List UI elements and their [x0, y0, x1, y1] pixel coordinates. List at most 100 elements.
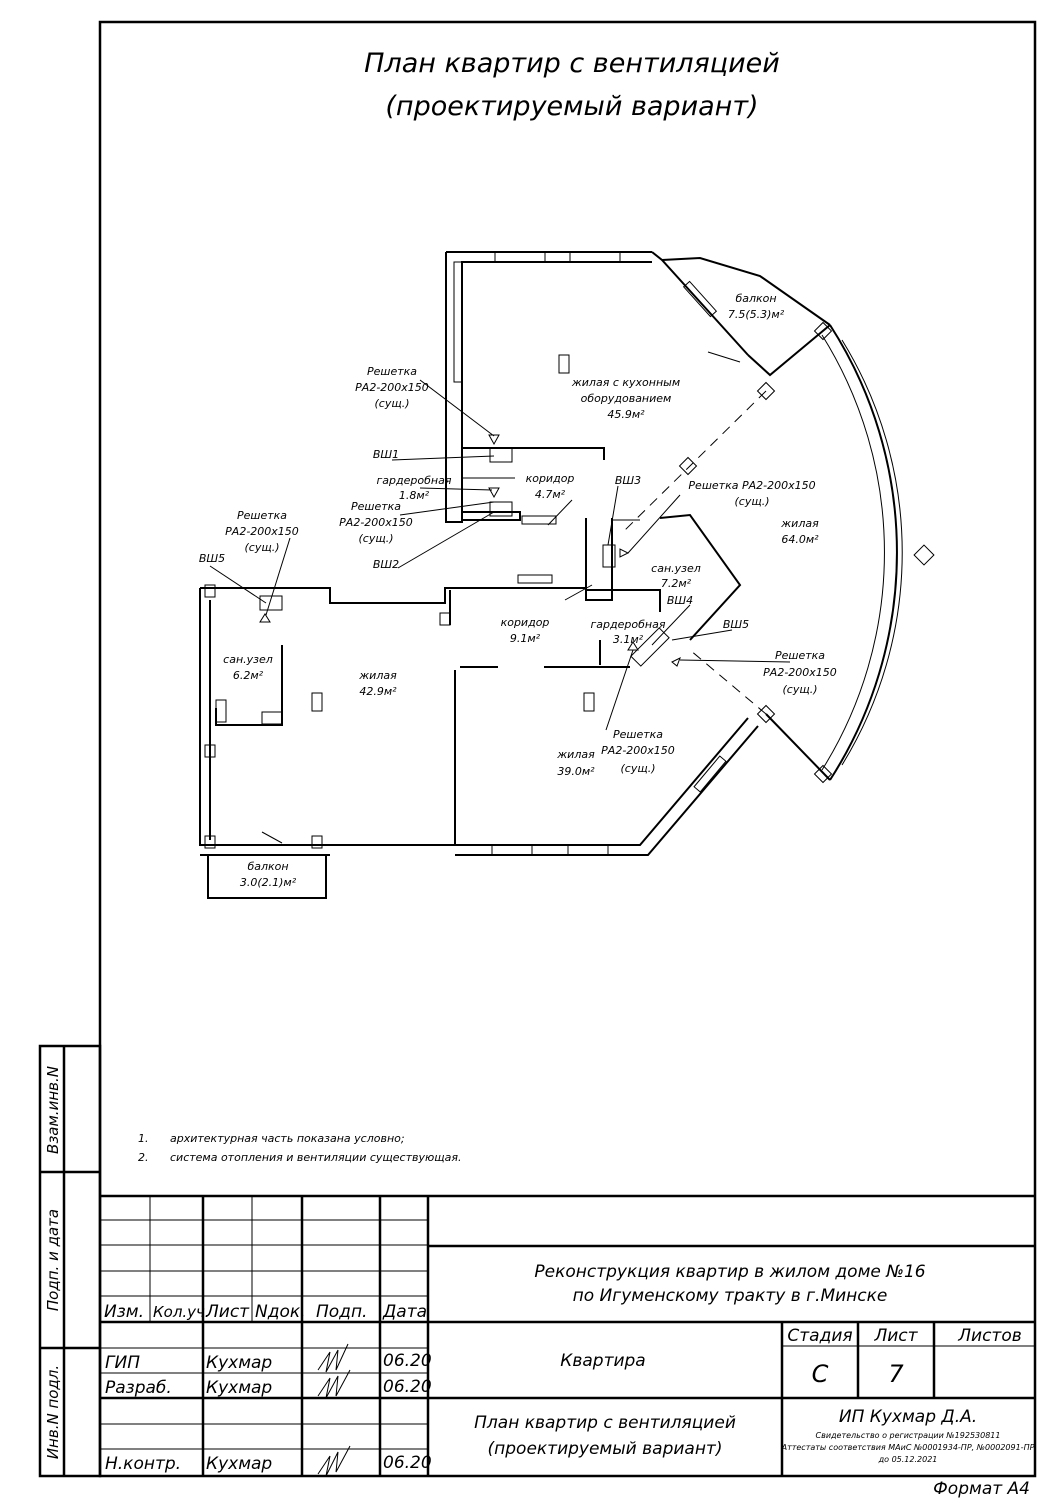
sheet-value: 7 [888, 1360, 904, 1388]
wall-left-outer [199, 588, 455, 846]
plan-title-line1: План квартир с вентиляцией [364, 48, 780, 79]
wall-arc-window [841, 339, 903, 766]
room-name-living-left: жилая [358, 669, 397, 682]
column-left-3 [204, 835, 216, 849]
floor-plan: балкон 7.5(5.3)м² жилая с кухонным обору… [199, 251, 935, 899]
note-1-num: 1. [138, 1132, 149, 1145]
side-label-inv: Инв.N подл. [44, 1365, 62, 1459]
window-bottom-2 [567, 844, 609, 856]
fixture-bath-left [261, 711, 283, 725]
door-balcony-top [707, 351, 741, 363]
role-razrab: Разраб. [105, 1378, 172, 1398]
side-label-vzam: Взам.инв.N [44, 1066, 62, 1154]
room-area-living-left: 42.9м² [359, 685, 397, 698]
shaft-vsh2 [489, 501, 513, 517]
callout-vsh1: ВШ1 [373, 448, 399, 461]
room-area-wardrobe-right: 3.1м² [613, 633, 644, 646]
callout-grille-2-name: Решетка [351, 500, 401, 513]
grille-icon-6 [671, 656, 681, 667]
door-bath-left [215, 699, 227, 723]
window-balcony [682, 280, 718, 318]
callout-grille-1-existing: (сущ.) [375, 397, 410, 410]
notes: 1. архитектурная часть показана условно;… [138, 1132, 461, 1164]
title-block: Изм. Кол.уч. Лист Nдок. Подп. Дата Рекон… [100, 1194, 1035, 1477]
note-2-num: 2. [138, 1151, 149, 1164]
room-name-corridor-top: коридор [526, 472, 575, 485]
room-area-corridor-mid: 9.1м² [510, 632, 541, 645]
window-bottom-1 [491, 844, 533, 856]
room-name-kitchen-1: жилая с кухонным [571, 376, 680, 389]
callout-vsh4: ВШ4 [667, 594, 693, 607]
role-gip: ГИП [105, 1353, 140, 1373]
company-name: ИП Кухмар Д.А. [839, 1407, 977, 1427]
date-nkontr: 06.20 [383, 1453, 432, 1473]
sheet-title-line2: (проектируемый вариант) [488, 1439, 723, 1459]
header-izm: Изм. [104, 1302, 144, 1322]
header-data: Дата [382, 1302, 427, 1322]
balcony-bottom [207, 855, 327, 899]
header-list: Лист [205, 1302, 250, 1322]
leader-grille-1 [419, 379, 495, 437]
wall-bottom [455, 717, 749, 846]
wall-arc-inner [821, 334, 885, 771]
column-arc-mid [913, 544, 935, 566]
stage-value: С [812, 1360, 829, 1388]
header-kolch: Кол.уч. [153, 1303, 210, 1321]
balcony-top-edge [661, 256, 831, 326]
room-area-balcony-bottom: 3.0(2.1)м² [240, 876, 297, 889]
room-name-balcony-bottom: балкон [247, 860, 288, 873]
callout-grille-1-name: Решетка [367, 365, 417, 378]
grille-icon-4 [259, 613, 271, 623]
project-line1: Реконструкция квартир в жилом доме №16 [534, 1262, 925, 1282]
grille-icon-1 [488, 434, 500, 446]
callout-grille-6-name: Решетка [775, 649, 825, 662]
leader-grille-2 [399, 501, 495, 516]
signature-gip [317, 1343, 349, 1373]
list-header: Лист [873, 1326, 918, 1346]
column-arc-top [813, 321, 833, 341]
format-label: Формат А4 [933, 1479, 1030, 1499]
company-cert1: Свидетельство о регистрации №192530811 [816, 1431, 1001, 1440]
wall-arc-outer [829, 324, 898, 781]
wall-bottom-right [765, 713, 831, 781]
room-name-wardrobe-top: гардеробная [377, 474, 452, 487]
leader-vsh4 [651, 604, 691, 646]
column-corridor [439, 612, 451, 626]
wall-shaft-mid [585, 518, 613, 601]
callout-grille-1-model: РА2-200х150 [355, 381, 429, 394]
name-nkontr: Кухмар [206, 1454, 272, 1474]
door-kitchen [547, 499, 573, 526]
header-podp: Подп. [316, 1302, 367, 1322]
room-name-living-bottom: жилая [556, 748, 595, 761]
role-nkontr: Н.контр. [105, 1454, 181, 1474]
grille-icon-3 [619, 548, 630, 558]
leader-wardrobe [419, 487, 493, 491]
callout-grille-4-name: Решетка [237, 509, 287, 522]
marker-living-bottom [583, 692, 595, 712]
room-name-balcony-top: балкон [735, 292, 776, 305]
callout-grille-4-existing: (сущ.) [245, 541, 280, 554]
callout-vsh5-left: ВШ5 [199, 552, 225, 565]
room-area-bath-left: 6.2м² [233, 669, 264, 682]
door-corridor [564, 584, 593, 601]
room-area-kitchen: 45.9м² [607, 408, 645, 421]
signature-nkontr [317, 1445, 351, 1477]
callout-grille-3-existing: (сущ.) [735, 495, 770, 508]
column-center [678, 456, 698, 476]
balcony-top-inner [747, 324, 831, 377]
note-1-text: архитектурная часть показана условно; [170, 1132, 405, 1145]
callout-grille-6-existing: (сущ.) [783, 683, 818, 696]
leader-grille-4 [265, 537, 291, 616]
callout-grille-4-model: РА2-200х150 [225, 525, 299, 538]
room-name-kitchen-2: оборудованием [581, 392, 672, 405]
sheet-title-line1: План квартир с вентиляцией [474, 1413, 736, 1433]
radiator-top [521, 515, 557, 525]
room-area-wardrobe-top: 1.8м² [399, 489, 430, 502]
signature-razrab [317, 1369, 351, 1399]
note-2-text: система отопления и вентиляции существую… [170, 1151, 461, 1164]
callout-vsh2: ВШ2 [373, 558, 399, 571]
lists-header: Листов [957, 1326, 1022, 1346]
company-cert2: Аттестаты соответствия МАиС №0001934-ПР,… [781, 1443, 1035, 1452]
room-name-living-big: жилая [780, 517, 819, 530]
